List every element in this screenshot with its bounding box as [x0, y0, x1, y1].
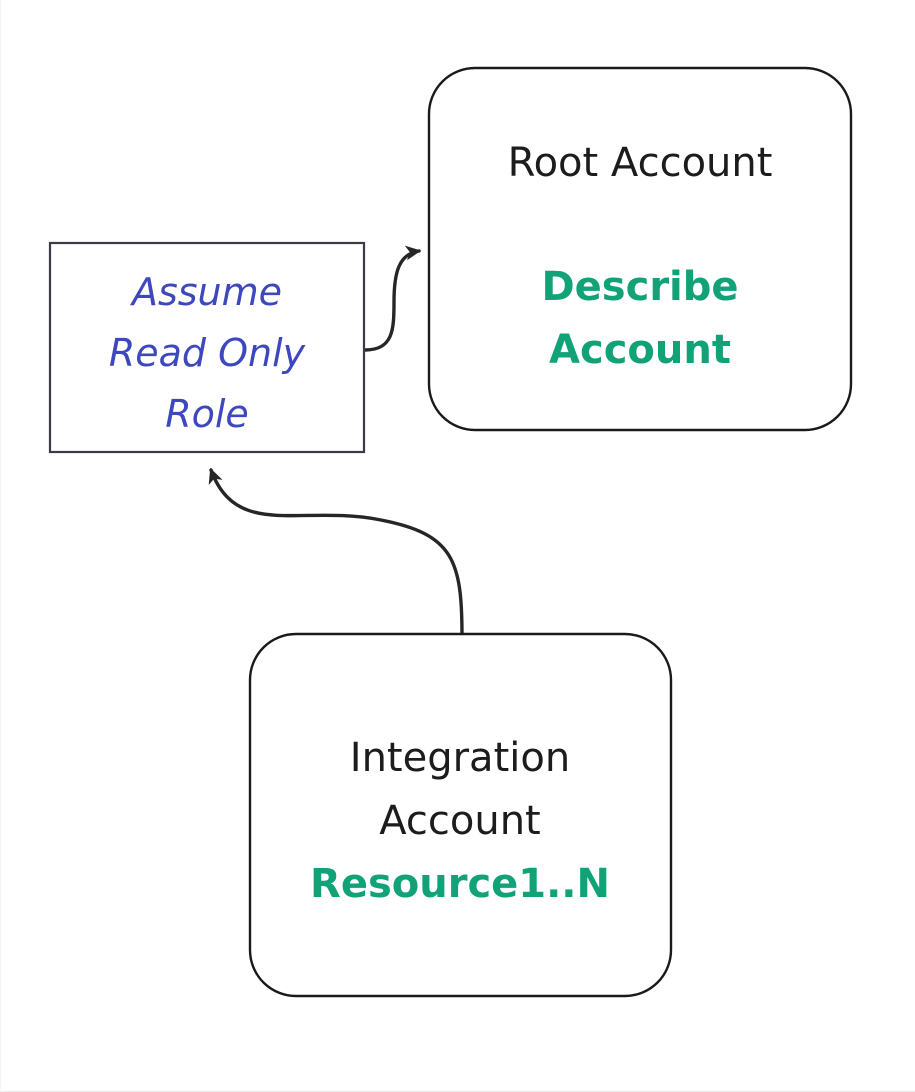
- edge-label-to-root-path: [363, 245, 422, 352]
- edge-integration-to-label: [208, 467, 464, 638]
- assume-role-label-box[interactable]: [48, 241, 366, 454]
- node-integration-account[interactable]: Integration Account Resource1..N: [248, 632, 673, 998]
- assume-role-label-line-1: Assume: [129, 270, 282, 314]
- node-assume-role-label[interactable]: Assume Read Only Role: [48, 241, 366, 454]
- assume-role-label-line-3: Role: [165, 392, 249, 436]
- edge-integration-to-label-path: [208, 467, 464, 638]
- integration-account-box[interactable]: [248, 632, 673, 998]
- assume-role-label-line-2: Read Only: [109, 331, 306, 375]
- integration-account-accent-line-1: Resource1..N: [310, 861, 610, 907]
- node-root-account[interactable]: Root Account Describe Account: [427, 66, 853, 432]
- root-account-box[interactable]: [427, 66, 853, 432]
- root-account-accent-line-2: Account: [549, 327, 731, 373]
- root-account-accent-line-1: Describe: [541, 264, 738, 310]
- edge-label-to-root: [363, 245, 422, 352]
- integration-account-title-line-2: Account: [379, 798, 541, 844]
- integration-account-title-line-1: Integration: [350, 735, 570, 781]
- root-account-title: Root Account: [508, 140, 773, 186]
